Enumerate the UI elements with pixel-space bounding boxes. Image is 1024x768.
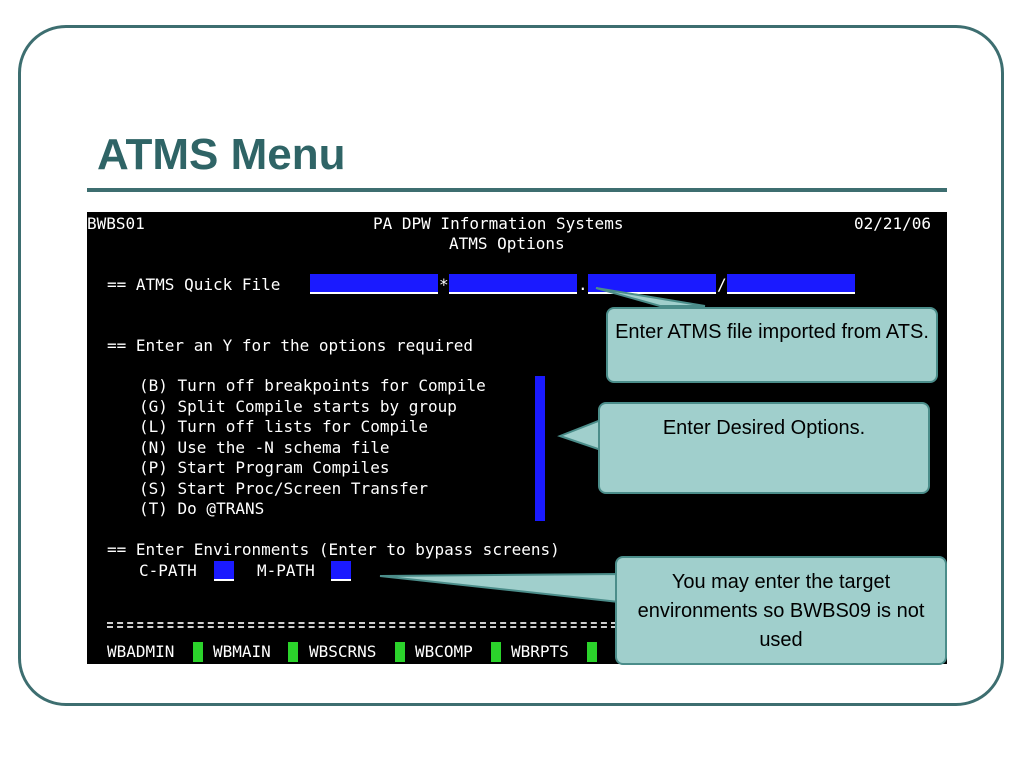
wbscrns-select-field[interactable] <box>395 642 405 662</box>
terminal-header: PA DPW Information Systems <box>373 214 624 233</box>
slide-title: ATMS Menu <box>97 130 346 179</box>
quick-file-separator-dot: . <box>578 275 588 294</box>
quick-file-part2-input[interactable] <box>449 274 577 294</box>
title-divider <box>87 188 947 192</box>
link-wbmain[interactable]: WBMAIN <box>213 642 271 661</box>
terminal-subheader: ATMS Options <box>449 234 565 253</box>
option-item: (G) Split Compile starts by group <box>139 397 457 416</box>
cpath-input[interactable] <box>214 561 234 581</box>
mpath-input[interactable] <box>331 561 351 581</box>
terminal-date: 02/21/06 <box>854 214 932 233</box>
cpath-label: C-PATH <box>139 561 197 580</box>
link-wbrpts[interactable]: WBRPTS <box>511 642 569 661</box>
wbcomp-select-field[interactable] <box>491 642 501 662</box>
options-heading: == Enter an Y for the options required <box>107 336 474 355</box>
quick-file-part4-input[interactable] <box>727 274 855 294</box>
environments-heading: == Enter Environments (Enter to bypass s… <box>107 540 560 559</box>
option-item: (N) Use the -N schema file <box>139 438 390 457</box>
wbrpts-select-field[interactable] <box>587 642 597 662</box>
option-item: (L) Turn off lists for Compile <box>139 417 428 436</box>
quick-file-part1-input[interactable] <box>310 274 438 294</box>
link-wbcomp[interactable]: WBCOMP <box>415 642 473 661</box>
option-item: (T) Do @TRANS <box>139 499 265 518</box>
screen-id: BWBS01 <box>87 214 145 233</box>
slide-frame <box>18 25 1004 706</box>
quick-file-separator-slash: / <box>717 275 727 294</box>
options-input-column[interactable] <box>535 376 545 521</box>
quick-file-label: == ATMS Quick File <box>107 275 281 294</box>
wbmain-select-field[interactable] <box>288 642 298 662</box>
option-item: (B) Turn off breakpoints for Compile <box>139 376 486 395</box>
terminal-separator <box>107 622 617 628</box>
file-callout: Enter ATMS file imported from ATS. <box>606 307 938 383</box>
quick-file-separator-star: * <box>439 275 449 294</box>
option-item: (P) Start Program Compiles <box>139 458 390 477</box>
options-callout: Enter Desired Options. <box>598 402 930 494</box>
env-callout: You may enter the target environments so… <box>615 556 947 665</box>
option-item: (S) Start Proc/Screen Transfer <box>139 479 428 498</box>
quick-file-part3-input[interactable] <box>588 274 716 294</box>
link-wbadmin[interactable]: WBADMIN <box>107 642 175 661</box>
wbadmin-select-field[interactable] <box>193 642 203 662</box>
mpath-label: M-PATH <box>257 561 315 580</box>
link-wbscrns[interactable]: WBSCRNS <box>309 642 377 661</box>
